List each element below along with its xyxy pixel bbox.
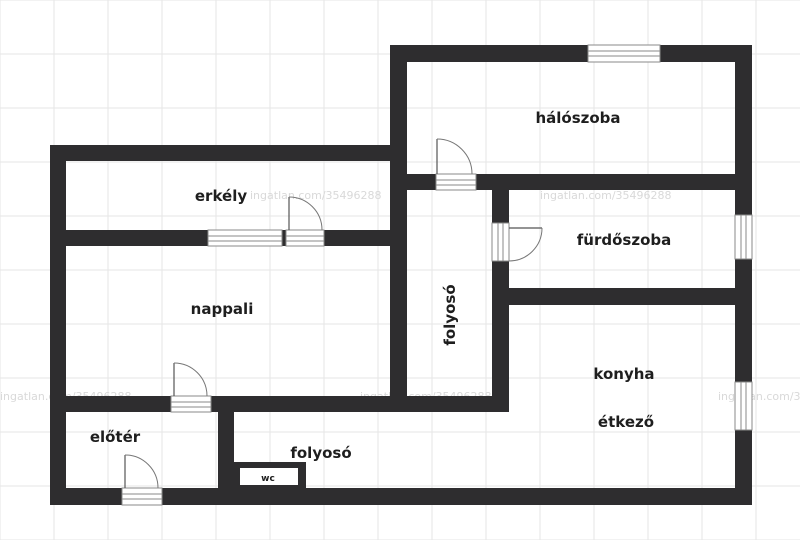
watermark: ingatlan.com/35496288 (718, 390, 800, 403)
room-label-furdo: fürdőszoba (577, 231, 671, 249)
watermark: ingatlan.com/35496288 (540, 189, 672, 202)
wall (218, 396, 234, 505)
door (491, 222, 543, 262)
room-label-wc: wc (261, 474, 275, 484)
wall (50, 145, 407, 161)
wall (492, 174, 509, 412)
walls (50, 45, 752, 505)
wall (390, 45, 407, 185)
wall (390, 161, 407, 412)
room-label-etkezo: étkező (598, 413, 654, 431)
window (734, 214, 753, 260)
doors (121, 138, 543, 506)
room-labels: hálószoba erkély fürdőszoba nappali foly… (90, 109, 671, 484)
room-label-folyoso-vertical: folyosó (441, 284, 459, 345)
door (285, 196, 325, 247)
window (207, 229, 283, 247)
room-label-eloter: előtér (90, 428, 141, 446)
window (587, 44, 661, 63)
watermark: ingatlan.com/35496288 (250, 189, 382, 202)
room-label-nappali: nappali (191, 300, 254, 318)
wc-room (240, 468, 298, 485)
room-label-konyha: konyha (593, 365, 654, 383)
windows (207, 44, 753, 431)
door (170, 362, 212, 413)
room-label-erkely: erkély (195, 187, 247, 205)
window (734, 381, 753, 431)
room-label-folyoso-horizontal: folyosó (290, 444, 351, 462)
room-label-halo: hálószoba (535, 109, 620, 127)
wall (492, 288, 752, 305)
wall (735, 45, 752, 505)
door (121, 454, 163, 506)
wall (50, 145, 66, 505)
wall (222, 396, 507, 412)
door (435, 138, 477, 191)
wall (390, 45, 752, 62)
